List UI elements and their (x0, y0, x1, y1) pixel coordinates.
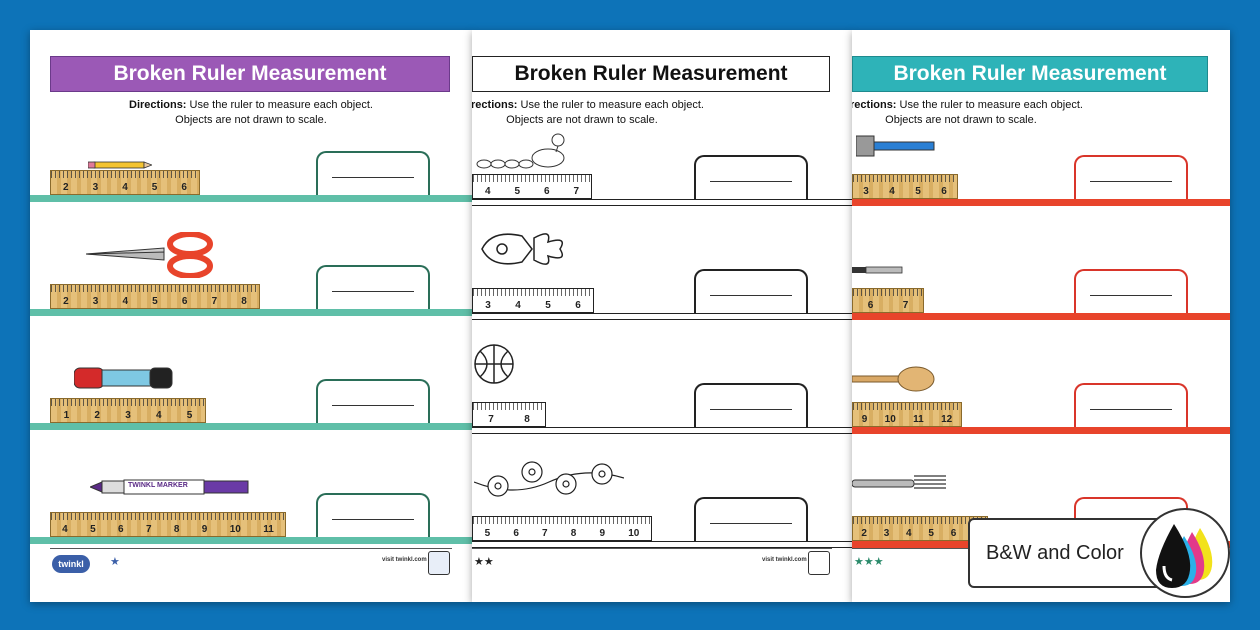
badge-icon (808, 551, 830, 575)
marker-label: TWINKL MARKER (128, 482, 188, 489)
directions: Directions: Use the ruler to measure eac… (129, 99, 373, 126)
shelf (472, 427, 852, 434)
shelf (852, 427, 1230, 434)
answer-box[interactable] (316, 151, 430, 195)
pencil-icon (87, 156, 154, 174)
basketball-icon (472, 342, 516, 391)
shelf (852, 199, 1230, 206)
marker-icon: TWINKL MARKER (88, 478, 250, 501)
glue-stick-icon (73, 366, 174, 395)
worksheet-footer: ★★ visit twinkl.com (472, 548, 832, 578)
answer-box[interactable] (1074, 383, 1188, 427)
shelf (472, 199, 852, 206)
answer-box[interactable] (1074, 269, 1188, 313)
rocket-icon (472, 224, 582, 279)
shelf (30, 537, 472, 544)
shelf (30, 195, 472, 202)
badge-icon (428, 551, 450, 575)
worksheet-footer: twinkl ★ visit twinkl.com (50, 548, 452, 578)
difficulty-stars: ★★★ (854, 556, 884, 568)
worksheet-title: Broken Ruler Measurement (50, 56, 450, 92)
scissors-icon (85, 231, 216, 283)
worksheet-title: Broken Ruler Measurement (852, 56, 1208, 92)
site-url: visit twinkl.com (762, 557, 807, 563)
shelf (30, 309, 472, 316)
hammer-icon (855, 132, 936, 167)
answer-box[interactable] (694, 383, 808, 427)
answer-box[interactable] (694, 155, 808, 199)
bw-and-color-label: B&W and Color (968, 518, 1168, 588)
twinkl-logo: twinkl (52, 555, 90, 573)
ink-drops-icon (1140, 508, 1230, 598)
answer-box[interactable] (316, 493, 430, 537)
directions: Directions: Use the ruler to measure eac… (852, 99, 1083, 126)
answer-box[interactable] (316, 379, 430, 423)
fork-icon (852, 470, 948, 501)
worksheet-bw: Broken Ruler Measurement Directions: Use… (472, 30, 852, 602)
answer-box[interactable] (694, 497, 808, 541)
worksheet-color-teal: Broken Ruler Measurement Directions: Use… (852, 30, 1230, 602)
answer-box[interactable] (316, 265, 430, 309)
spoon-icon (852, 364, 936, 399)
worksheet-color-purple: Broken Ruler Measurement Directions: Use… (30, 30, 472, 602)
answer-box[interactable] (1074, 155, 1188, 199)
answer-box[interactable] (694, 269, 808, 313)
shelf (852, 313, 1230, 320)
flower-chain-icon (473, 460, 625, 507)
file-icon (852, 262, 904, 280)
difficulty-stars: ★ (110, 556, 120, 568)
worksheet-title: Broken Ruler Measurement (472, 56, 830, 92)
directions: Directions: Use the ruler to measure eac… (472, 99, 704, 126)
difficulty-stars: ★★ (474, 556, 494, 568)
shelf (472, 541, 852, 548)
shelf (472, 313, 852, 320)
shelf (30, 423, 472, 430)
ducks-icon (474, 128, 574, 175)
site-url: visit twinkl.com (382, 557, 427, 563)
